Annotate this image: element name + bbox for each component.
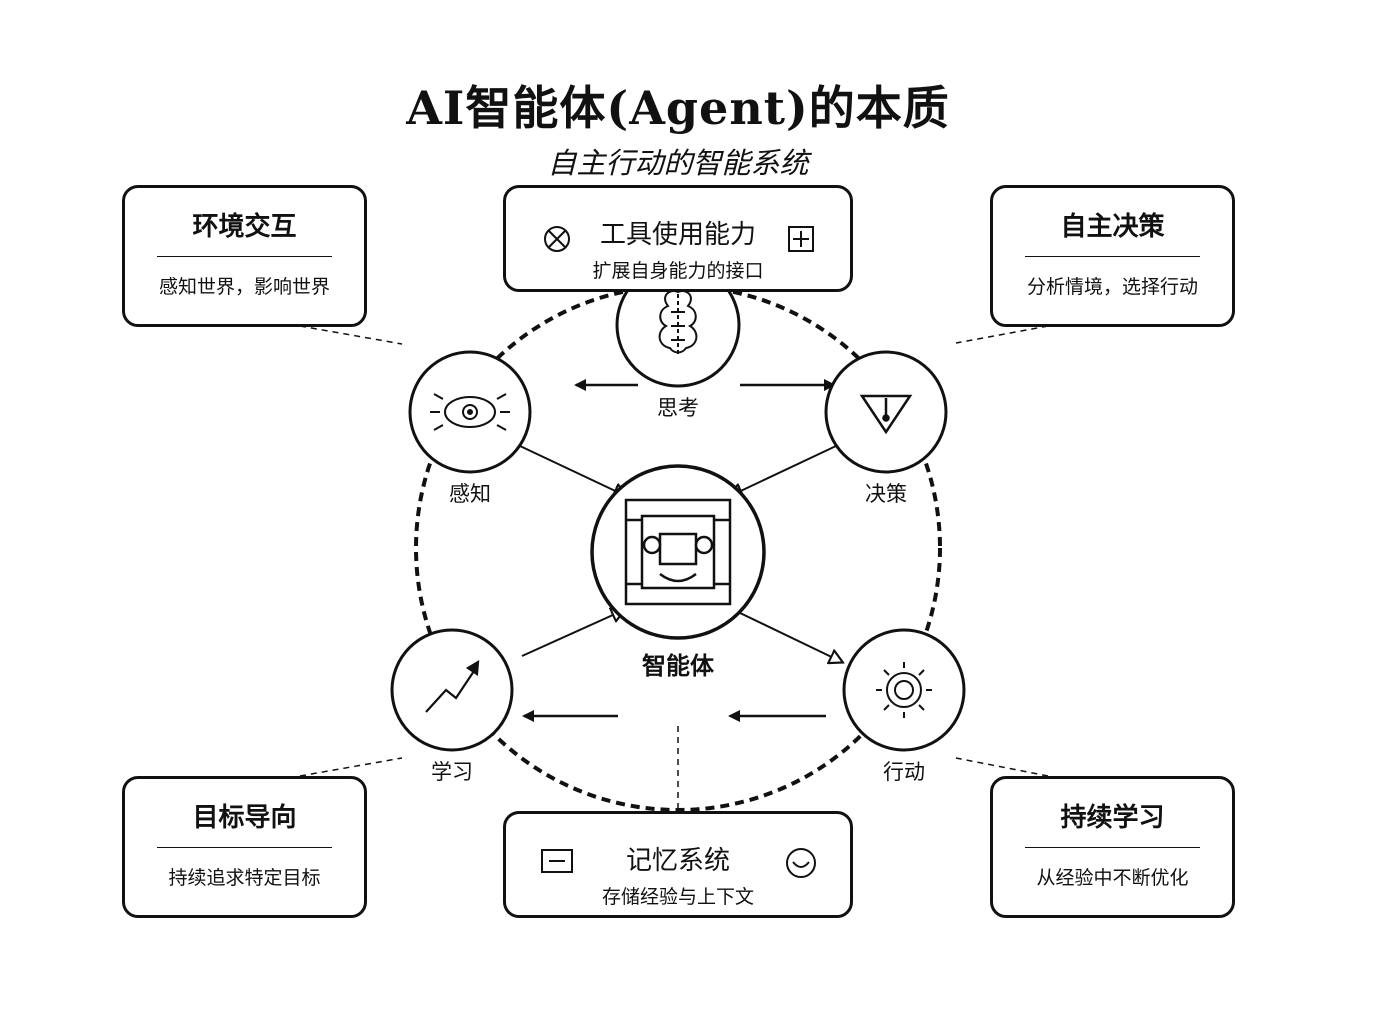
- circle-x-icon: [544, 226, 570, 252]
- center-label: 智能体: [642, 652, 714, 680]
- page-title: AI智能体(Agent)的本质: [406, 81, 950, 135]
- learning-title: 持续学习: [1060, 803, 1165, 833]
- autonomy-desc: 分析情境，选择行动: [1026, 276, 1198, 298]
- tools-title: 工具使用能力: [599, 220, 756, 250]
- tools-box: 工具使用能力 扩展自身能力的接口: [503, 185, 853, 292]
- think-label: 思考: [657, 396, 699, 420]
- sun-gear-icon: [876, 662, 932, 718]
- environment-desc: 感知世界，影响世界: [158, 276, 330, 298]
- cycle-arrows: [522, 379, 836, 722]
- decide-label: 决策: [865, 482, 907, 506]
- perceive-label: 感知: [449, 482, 491, 506]
- environment-divider: [157, 256, 332, 257]
- goal-box: 目标导向 持续追求特定目标: [122, 776, 367, 918]
- square-plus-icon: [788, 226, 814, 252]
- tools-desc: 扩展自身能力的接口: [592, 260, 764, 282]
- think-node: [615, 262, 741, 388]
- learn-label: 学习: [431, 760, 473, 784]
- decide-node: [824, 350, 948, 474]
- smile-icon: [786, 848, 816, 878]
- act-node: [842, 628, 966, 752]
- memory-desc: 存储经验与上下文: [601, 886, 754, 908]
- center-arrows: [519, 445, 842, 662]
- autonomy-divider: [1025, 256, 1200, 257]
- goal-title: 目标导向: [192, 803, 297, 833]
- perceive-node: [408, 350, 532, 474]
- environment-title: 环境交互: [192, 212, 297, 242]
- learning-desc: 从经验中不断优化: [1036, 867, 1189, 889]
- autonomy-box: 自主决策 分析情境，选择行动: [990, 185, 1235, 327]
- decision-triangle-icon: [859, 394, 913, 435]
- goal-divider: [157, 847, 332, 848]
- goal-desc: 持续追求特定目标: [168, 867, 321, 889]
- act-label: 行动: [883, 760, 925, 784]
- growth-arrow-icon: [425, 659, 480, 713]
- memory-box: 记忆系统 存储经验与上下文: [503, 811, 853, 918]
- memory-title: 记忆系统: [625, 846, 730, 876]
- learn-node: [390, 628, 514, 752]
- learning-divider: [1025, 847, 1200, 848]
- page-subtitle: 自主行动的智能系统: [547, 146, 809, 180]
- robot-icon: [624, 498, 732, 606]
- square-minus-icon: [541, 849, 573, 873]
- autonomy-title: 自主决策: [1060, 212, 1165, 242]
- environment-box: 环境交互 感知世界，影响世界: [122, 185, 367, 327]
- learning-box: 持续学习 从经验中不断优化: [990, 776, 1235, 918]
- eye-icon: [430, 393, 510, 431]
- center-node: [590, 464, 766, 640]
